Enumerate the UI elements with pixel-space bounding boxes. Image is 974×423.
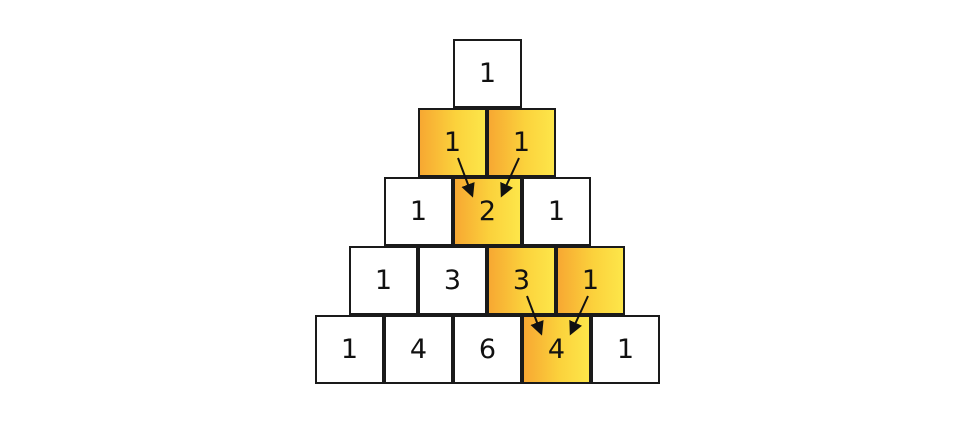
cell-r2-c1: 2	[453, 177, 522, 246]
cell-r3-c2: 3	[487, 246, 556, 315]
cell-r4-c2: 6	[453, 315, 522, 384]
cell-r2-c2: 1	[522, 177, 591, 246]
cell-r2-c0: 1	[384, 177, 453, 246]
cell-r3-c0: 1	[349, 246, 418, 315]
cell-r1-c0: 1	[418, 108, 487, 177]
cell-r4-c4: 1	[591, 315, 660, 384]
cell-r3-c3: 1	[556, 246, 625, 315]
cell-r4-c3: 4	[522, 315, 591, 384]
cell-r1-c1: 1	[487, 108, 556, 177]
cell-r4-c1: 4	[384, 315, 453, 384]
cell-r4-c0: 1	[315, 315, 384, 384]
cell-r3-c1: 3	[418, 246, 487, 315]
cell-r0-c0: 1	[453, 39, 522, 108]
